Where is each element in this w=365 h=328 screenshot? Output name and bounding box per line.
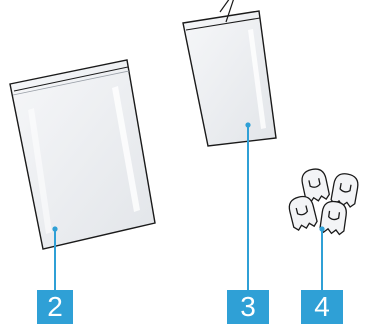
zip-bag-large-icon [9, 59, 156, 250]
callout-label-3: 3 [240, 291, 256, 322]
callout-label-2: 2 [47, 291, 63, 322]
cable-clip-set-icon [288, 168, 359, 236]
leader-dot-4 [319, 226, 325, 232]
callout-label-4: 4 [314, 291, 330, 322]
zip-bag-small-icon [182, 0, 277, 147]
callout-box-2 [37, 290, 73, 324]
leader-dot-2 [52, 226, 58, 232]
callout-box-4 [301, 290, 343, 324]
leader-dot-3 [245, 122, 251, 128]
callout-box-3 [227, 290, 269, 324]
